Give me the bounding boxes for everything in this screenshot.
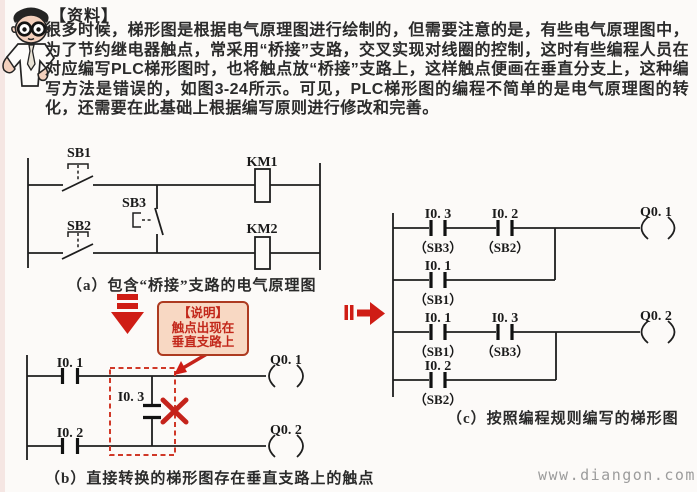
label-q02-b: Q0. 2 — [270, 423, 302, 438]
label-i02-b: I0. 2 — [57, 426, 83, 441]
ladder-b: I0. 1 I0. 2 I0. 3 Q0. 1 Q0. 2 （b）直接转换的梯形… — [26, 353, 374, 487]
note-line1: 触点出现在 — [171, 320, 235, 335]
label-q01-b: Q0. 1 — [270, 353, 302, 368]
label-c-r1-c2: I0. 2 — [492, 207, 518, 222]
right-arrow-icon — [344, 302, 385, 325]
label-c-r1-c1sub: （SB3） — [414, 240, 462, 255]
down-arrow-icon — [111, 294, 144, 334]
error-x-icon — [160, 397, 189, 425]
label-c-r1-c2sub: （SB2） — [481, 240, 529, 255]
ladder-c: I0. 3 （SB3） I0. 2 （SB2） Q0. 1 I0. 1 （SB1… — [392, 205, 679, 427]
label-c-b2-c1: I0. 2 — [425, 359, 451, 374]
label-c-b1-c1sub: （SB1） — [414, 292, 462, 307]
label-i03-b: I0. 3 — [118, 390, 144, 405]
caption-b: （b）直接转换的梯形图存在垂直支路上的触点 — [45, 469, 374, 487]
note-callout: 【说明】 触点出现在 垂直支路上 — [157, 301, 249, 356]
body-paragraph: 很多时候，梯形图是根据电气原理图进行绘制的，但需要注意的是，有些电气原理图中，为… — [45, 22, 689, 117]
label-c-q02: Q0. 2 — [640, 309, 672, 324]
caption-c: （c）按照编程规则编写的梯形图 — [447, 409, 679, 427]
watermark-text: www.diangon.com — [538, 466, 696, 484]
label-sb3: SB3 — [122, 196, 146, 211]
label-sb1: SB1 — [67, 146, 91, 161]
caption-a: （a）包含“桥接”支路的电气原理图 — [67, 276, 317, 294]
note-line2: 垂直支路上 — [171, 335, 235, 349]
label-sb2: SB2 — [67, 219, 91, 234]
label-c-r2-c1: I0. 1 — [425, 311, 451, 326]
label-c-b1-c1: I0. 1 — [425, 259, 451, 274]
label-km2: KM2 — [246, 222, 277, 237]
label-c-r2-c2: I0. 3 — [492, 311, 518, 326]
label-c-q01: Q0. 1 — [640, 205, 672, 220]
label-c-b2-c1sub: （SB2） — [414, 392, 462, 407]
label-c-r1-c1: I0. 3 — [425, 207, 451, 222]
page-edge-strip — [0, 0, 5, 492]
label-c-r2-c2sub: （SB3） — [481, 344, 529, 359]
note-title: 【说明】 — [177, 306, 228, 320]
mascot-icon — [2, 7, 56, 87]
label-km1: KM1 — [246, 155, 277, 170]
circuit-a: SB1 SB2 SB3 KM1 KM2 （a）包含“桥接”支路的电气原理图 — [27, 146, 321, 294]
label-c-r2-c1sub: （SB1） — [414, 344, 462, 359]
section-title: 【资料】 — [50, 8, 119, 25]
label-i01-b: I0. 1 — [57, 356, 83, 371]
error-dashed-box — [109, 367, 176, 456]
